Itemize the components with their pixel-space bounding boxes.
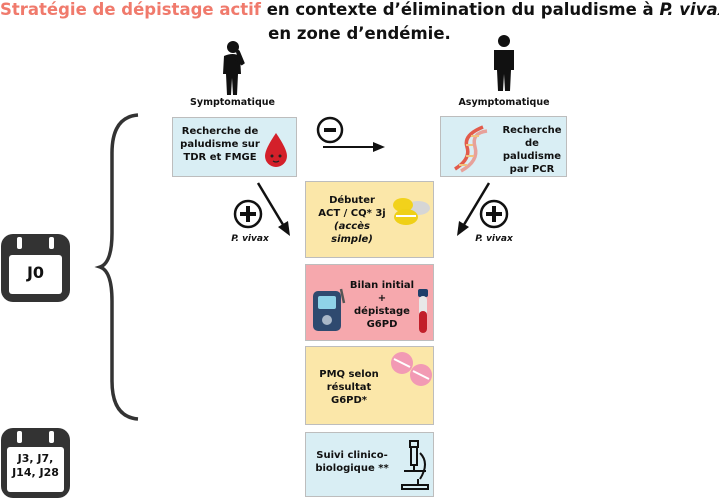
symptomatic-label: Symptomatique <box>190 97 275 108</box>
followup-line2: J14, J28 <box>12 466 59 479</box>
followup-line1: J3, J7, <box>17 452 54 465</box>
calendar-icon <box>1 234 70 302</box>
pcr-line3: par PCR <box>509 164 555 175</box>
tdr-line2: paludisme sur <box>180 139 260 150</box>
tdr-line3: TDR et FMGE <box>183 152 257 163</box>
pmq-line2: résultat <box>326 382 372 393</box>
pcr-line1: Recherche <box>502 125 562 136</box>
page-subtitle: en zone d’endémie. <box>268 24 451 43</box>
curly-brace <box>94 113 139 421</box>
pmq-line1: PMQ selon <box>319 369 379 380</box>
left-species-label: P. vivax <box>231 234 269 244</box>
act-box: Débuter ACT / CQ* 3j (accès simple) <box>305 181 434 258</box>
act-line3: (accès simple) <box>331 221 373 245</box>
suivi-line2: biologique ** <box>315 463 389 474</box>
title-highlight: Stratégie de dépistage actif <box>0 0 261 19</box>
test-tube-icon <box>418 289 428 333</box>
bilan-line2: dépistage <box>354 306 410 317</box>
minus-circle-icon <box>318 118 342 142</box>
pmq-box: PMQ selon résultat G6PD* <box>305 346 434 425</box>
calendar-day0: J0 <box>0 233 71 303</box>
calendar-icon <box>1 428 70 498</box>
suivi-box: Suivi clinico- biologique ** <box>305 432 434 497</box>
right-positive-arrow <box>457 182 491 236</box>
tdr-line1: Recherche de <box>181 126 259 137</box>
calendar-followup: J3, J7, J14, J28 <box>0 427 71 499</box>
negative-result-arrow <box>316 116 385 152</box>
title-text: en contexte d’élimination du paludisme à <box>260 0 660 19</box>
left-positive-arrow <box>256 182 290 236</box>
glucometer-icon <box>313 288 346 331</box>
bilan-box: Bilan initial + dépistage G6PD <box>305 264 434 341</box>
blood-drop-icon <box>265 133 287 167</box>
bilan-line3: G6PD <box>366 319 398 330</box>
pills-icon <box>393 198 430 225</box>
right-species-label: P. vivax <box>475 234 513 244</box>
pink-tablets-icon <box>391 352 432 386</box>
dna-icon <box>454 125 488 173</box>
person-thinking-icon <box>223 41 245 95</box>
bilan-line1: Bilan initial + <box>349 280 415 304</box>
asymptomatic-label: Asymptomatique <box>458 97 550 108</box>
pmq-line3: G6PD* <box>330 395 368 406</box>
plus-circle-icon <box>479 199 509 229</box>
microscope-icon <box>401 440 429 490</box>
act-line1: Débuter <box>329 195 375 206</box>
tdr-box: Recherche de paludisme sur TDR et FMGE <box>172 117 297 177</box>
title-species: P. vivax <box>659 0 719 19</box>
day0-label: J0 <box>26 263 45 282</box>
act-line2: ACT / CQ* 3j <box>318 208 386 219</box>
page-title: Stratégie de dépistage actif en contexte… <box>0 0 719 19</box>
pcr-line2: de paludisme <box>502 138 562 162</box>
person-icon <box>494 35 514 91</box>
pcr-box: Recherche de paludisme par PCR <box>440 116 567 177</box>
plus-circle-icon <box>233 199 263 229</box>
suivi-line1: Suivi clinico- <box>316 450 388 461</box>
